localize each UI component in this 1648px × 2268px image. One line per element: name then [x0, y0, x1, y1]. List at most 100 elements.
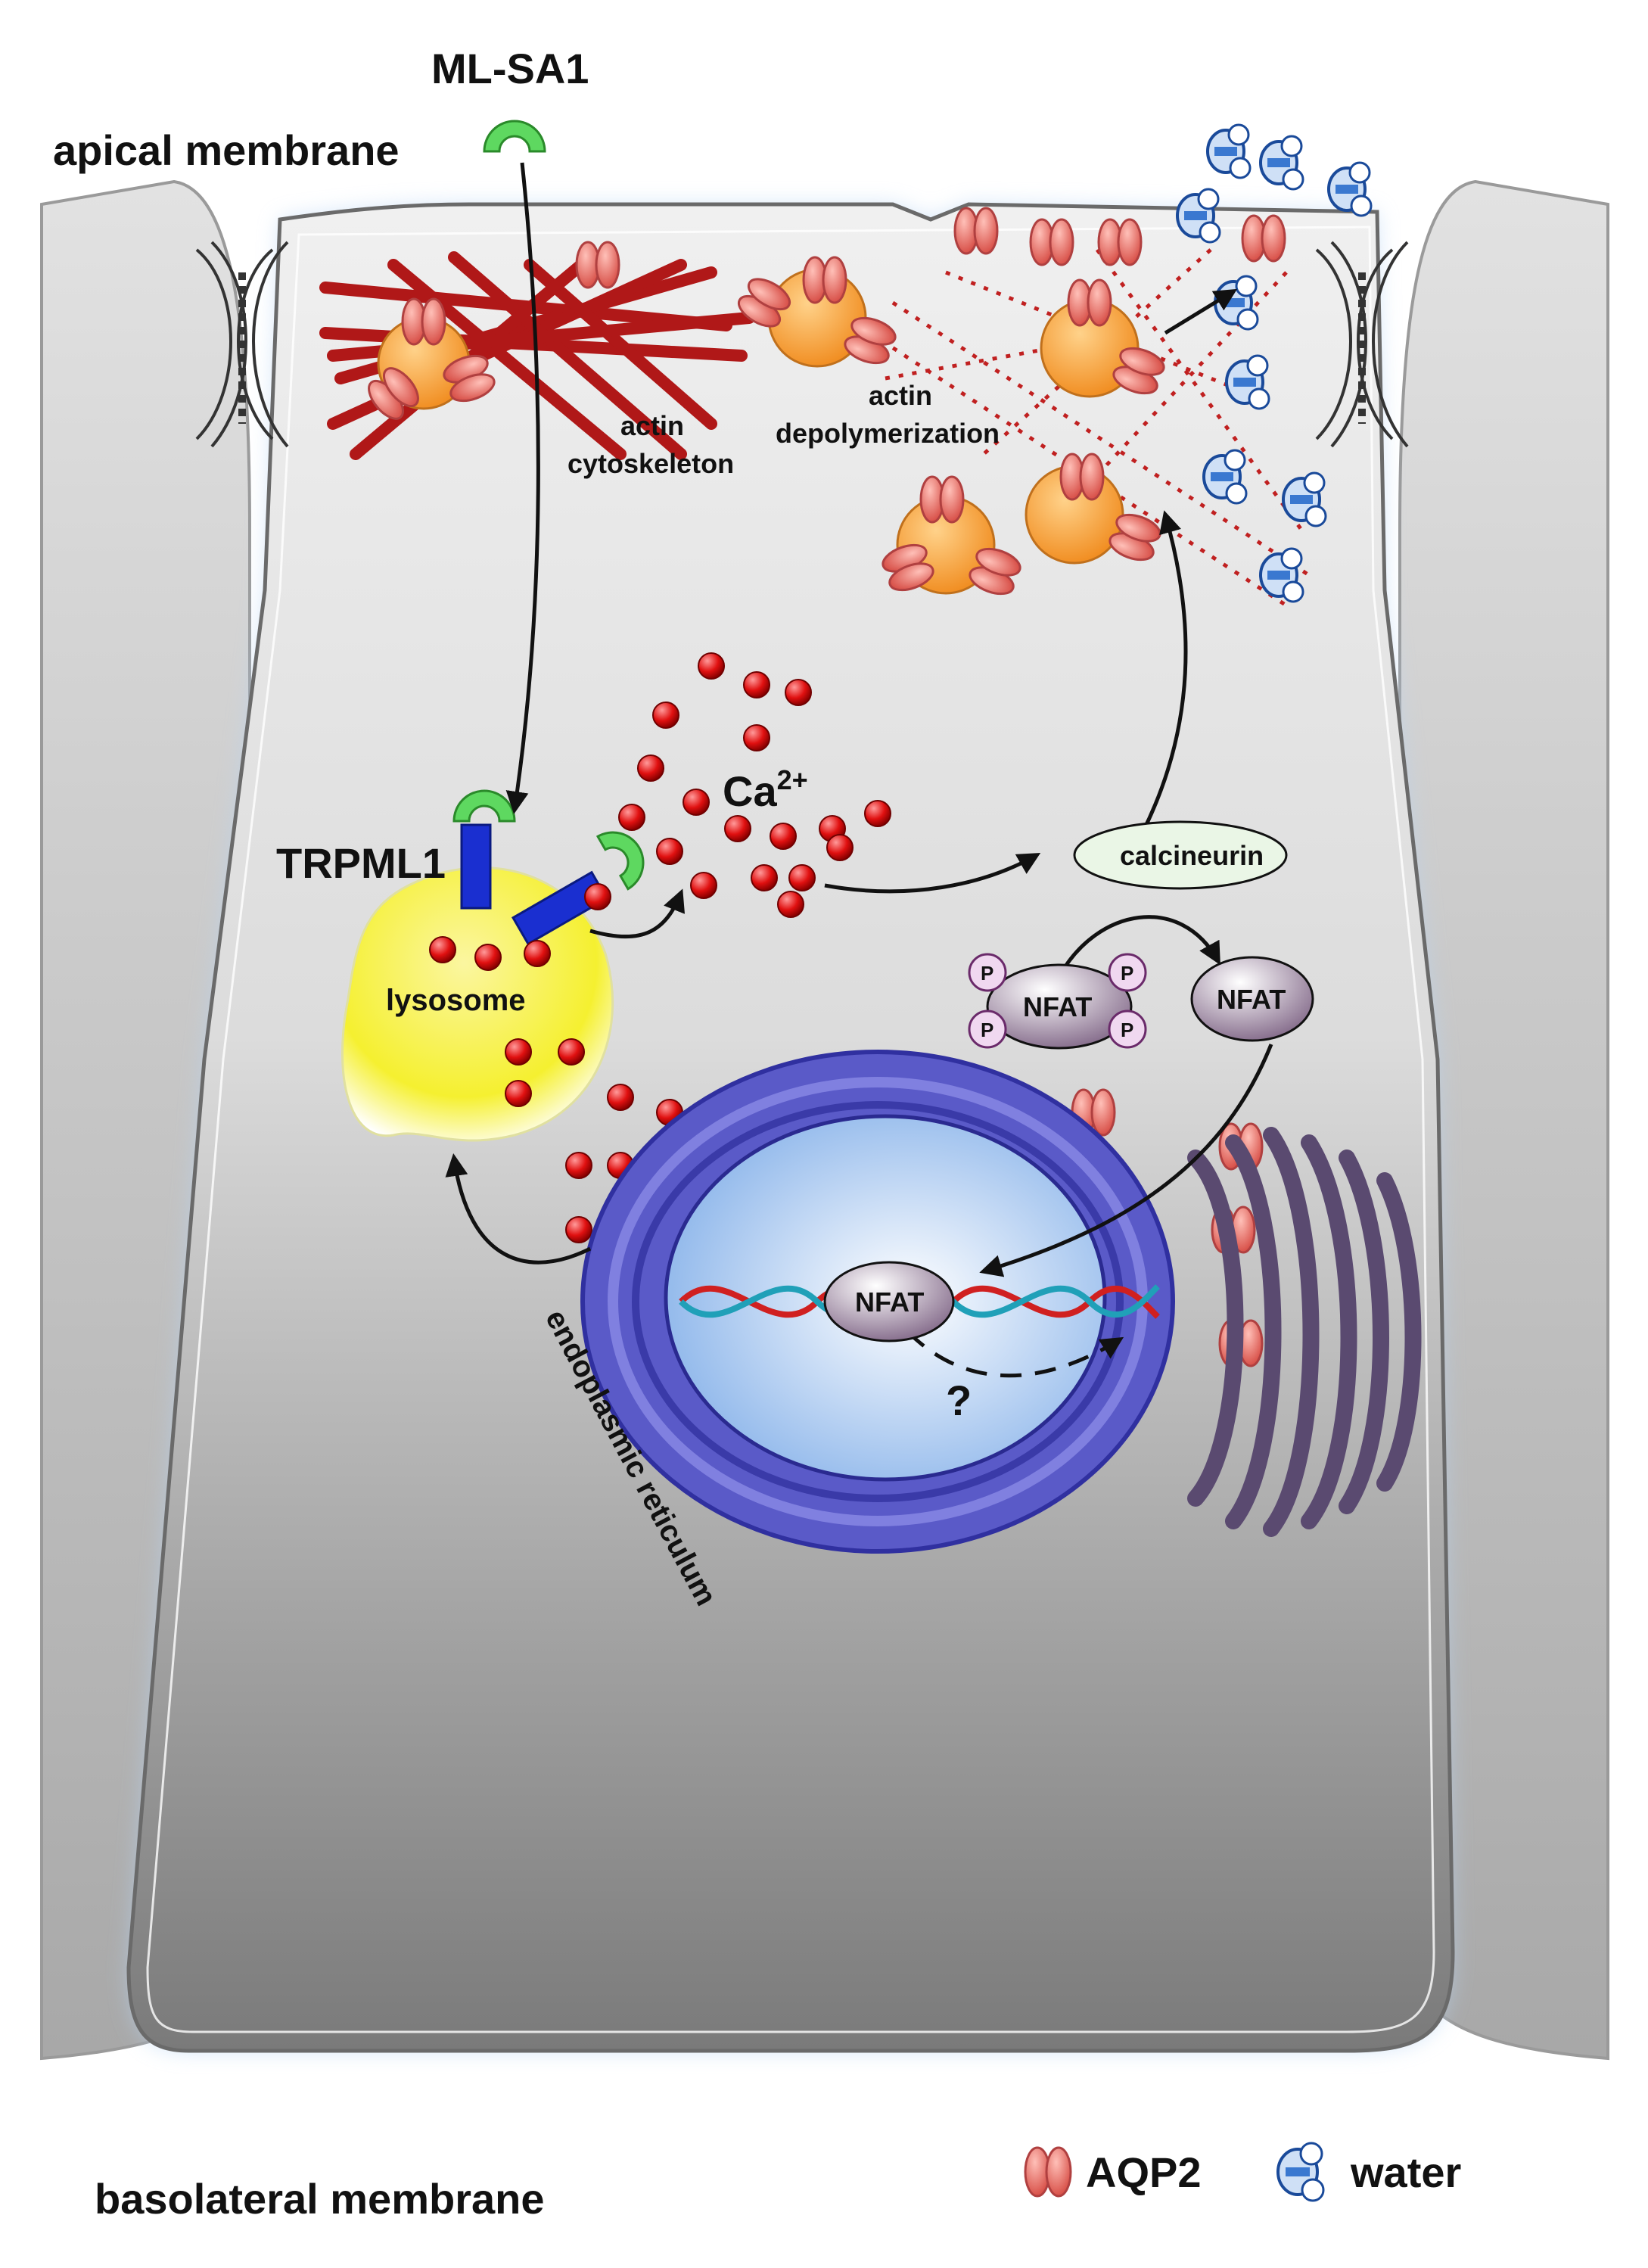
- golgi-apparatus: [1187, 1127, 1422, 1537]
- nfat-free: [1190, 956, 1314, 1042]
- svg-text:Ca2+: Ca2+: [723, 764, 808, 815]
- water-molecule: [1327, 161, 1373, 217]
- calcium-ion: [637, 754, 664, 782]
- ml-sa1-label: ML-SA1: [431, 45, 589, 92]
- tight-junction-left: [195, 241, 289, 448]
- cell-inner-outline: [146, 226, 1435, 2033]
- calcium-ion: [429, 936, 456, 963]
- nfat-dna-label: NFAT: [855, 1286, 924, 1318]
- calcium-ion: [743, 671, 770, 698]
- aqp2-channel: [1097, 218, 1143, 266]
- calcium-ion: [565, 1152, 592, 1179]
- water-molecule: [1206, 123, 1252, 179]
- question-mark: ?: [946, 1377, 972, 1424]
- calcium-ion: [751, 864, 778, 891]
- calcium-ion: [607, 1084, 634, 1111]
- legend-water-label: water: [1350, 2148, 1461, 2196]
- arrow-er-to-lysosome: [445, 1153, 592, 1265]
- calcium-ion: [690, 872, 717, 899]
- calcium-ion: [785, 679, 812, 706]
- aqp2-channel: [368, 367, 419, 420]
- calcium-ion: [524, 940, 551, 967]
- calcium-ion: [770, 823, 797, 850]
- water-molecule: [1259, 547, 1304, 603]
- aqp2-channel: [802, 256, 847, 304]
- aqp2-channel: [1112, 347, 1165, 395]
- aqp2-channel: [844, 316, 897, 365]
- aqp2-channel: [919, 475, 965, 524]
- phosphate-label-1: P: [981, 962, 993, 985]
- aqp2-channel: [575, 241, 620, 289]
- trpml1-channel-vertical: [460, 823, 492, 910]
- calcium-ion: [474, 944, 502, 971]
- calcium-ion: [584, 883, 611, 910]
- legend-aqp2-icon: [1024, 2146, 1072, 2198]
- legend-water-icon: [1276, 2142, 1325, 2202]
- aqp2-channel: [1241, 214, 1286, 263]
- calcineurin-label: calcineurin: [1120, 840, 1264, 871]
- nfat-phosphorylated-label: NFAT: [1023, 991, 1092, 1022]
- aqp2-channel: [1109, 513, 1161, 562]
- trpml1-label: TRPML1: [276, 839, 446, 887]
- actin-cytoskeleton-label-1: actin: [620, 410, 684, 441]
- arrow-vesicle-to-membrane: [1164, 288, 1238, 335]
- aqp2-channel: [443, 354, 496, 403]
- phosphate-label-3: P: [1121, 962, 1133, 985]
- aqp2-channel: [1029, 218, 1074, 266]
- calcium-ion: [724, 815, 751, 842]
- aqp2-channel: [953, 207, 999, 255]
- water-molecule: [1202, 449, 1248, 505]
- phosphate-groups: [968, 953, 1147, 1049]
- arrow-nfat-to-nucleus: [979, 1044, 1273, 1277]
- aqp2-channel: [1059, 453, 1105, 501]
- ml-sa1-ligand-bound: [452, 789, 516, 823]
- nfat-phosphorylated: [986, 963, 1133, 1050]
- actin-depolymerization-label-1: actin: [869, 380, 932, 411]
- calcium-ion: [698, 652, 725, 680]
- calcium-ion: [743, 724, 770, 751]
- phosphate-labels: P P P P: [981, 962, 1133, 1041]
- calcium-ion: [683, 789, 710, 816]
- apical-membrane-label: apical membrane: [53, 126, 400, 174]
- calcium-ion: [618, 804, 645, 831]
- arrows: [445, 162, 1273, 1378]
- aqp2-channel: [401, 297, 446, 346]
- calcineurin-oval: [1073, 820, 1288, 890]
- arrow-nfat-dephos: [1057, 915, 1220, 978]
- phosphate-label-2: P: [981, 1019, 993, 1041]
- aqp2-channel: [969, 547, 1021, 596]
- calcium-ion: [864, 800, 891, 827]
- actin-cytoskeleton-label-2: cytoskeleton: [567, 448, 734, 479]
- arrow-ca-to-calcineurin: [824, 853, 1041, 894]
- water-molecule: [1259, 135, 1304, 191]
- legend-aqp2-label: AQP2: [1086, 2148, 1202, 2196]
- phosphate-label-4: P: [1121, 1019, 1133, 1041]
- ca-text: Ca: [723, 767, 777, 815]
- arrow-calcineurin-to-actin: [1140, 510, 1188, 834]
- water-molecule: [1225, 354, 1270, 410]
- nfat-free-label: NFAT: [1217, 984, 1286, 1015]
- calcium-ion: [505, 1038, 532, 1066]
- basolateral-membrane-label: basolateral membrane: [95, 2175, 544, 2223]
- arrow-trpml1-to-ca: [589, 888, 686, 939]
- legend: AQP2 water: [1024, 2142, 1461, 2202]
- calcium-ion: [558, 1038, 585, 1066]
- calcium-ion: [565, 1216, 592, 1243]
- ml-sa1-ligand-bound-2: [595, 831, 645, 891]
- arrow-mlsa1-to-trpml1: [505, 162, 540, 814]
- tight-junction-right: [1315, 241, 1409, 448]
- water-layer: [1176, 123, 1373, 603]
- calcium-ion: [505, 1080, 532, 1107]
- arrow-gene-dashed: [906, 1330, 1124, 1378]
- calcium-ion: [777, 891, 804, 918]
- er-band-2: [632, 1101, 1124, 1502]
- nfat-on-dna: [823, 1261, 955, 1342]
- calcium-ion: [656, 838, 683, 865]
- calcium-ion: [788, 864, 816, 891]
- aqp2-channel: [882, 543, 934, 592]
- actin-depolymerization-label-2: depolymerization: [776, 418, 1000, 449]
- aqp2-channel: [1067, 278, 1112, 327]
- calcium-ion: [826, 834, 854, 861]
- water-molecule: [1176, 188, 1221, 244]
